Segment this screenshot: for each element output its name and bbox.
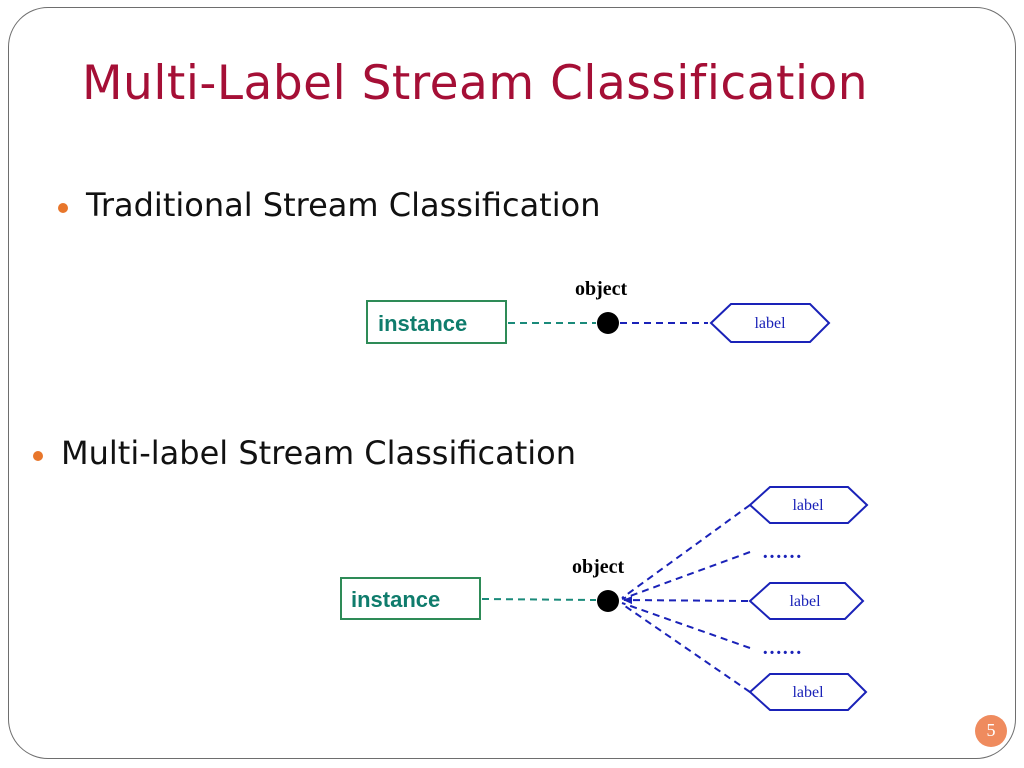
object-node [597,590,619,612]
label-text: label [754,315,786,332]
label-hexagon [748,486,869,524]
label-hexagon [709,303,831,343]
bullet-dot-icon [33,451,43,461]
traditional-diagram: instance object label [366,278,831,344]
slide-title: Multi-Label Stream Classification [82,56,869,111]
object-label: object [575,278,628,300]
label-hexagon [748,673,868,711]
multilabel-diagram: instance object label …… label …… label [340,486,869,711]
bullet-dot-icon [58,203,68,213]
label-text: label [792,684,824,701]
label-text: label [792,497,824,514]
bullet-traditional-text: Traditional Stream Classification [86,186,601,224]
instance-box [366,300,507,344]
instance-label: instance [378,311,467,336]
ellipsis-text: …… [762,541,802,563]
connector-to-ellipsis-2 [621,602,751,649]
object-label: object [572,556,625,578]
bullet-multilabel-text: Multi-label Stream Classification [61,434,577,472]
page-number-badge: 5 [975,715,1007,747]
connector-to-ellipsis-1 [621,551,751,600]
label-text: label [789,593,821,610]
instance-object-connector [481,598,597,601]
object-node [597,312,619,334]
slide-frame [8,7,1016,759]
instance-box [340,577,481,620]
instance-label: instance [351,587,440,612]
connector-to-label-3 [621,603,751,693]
connector-to-label-1 [621,504,751,599]
label-hexagon [748,582,865,620]
connector-to-label-2 [623,596,749,605]
ellipsis-text: …… [762,637,802,659]
